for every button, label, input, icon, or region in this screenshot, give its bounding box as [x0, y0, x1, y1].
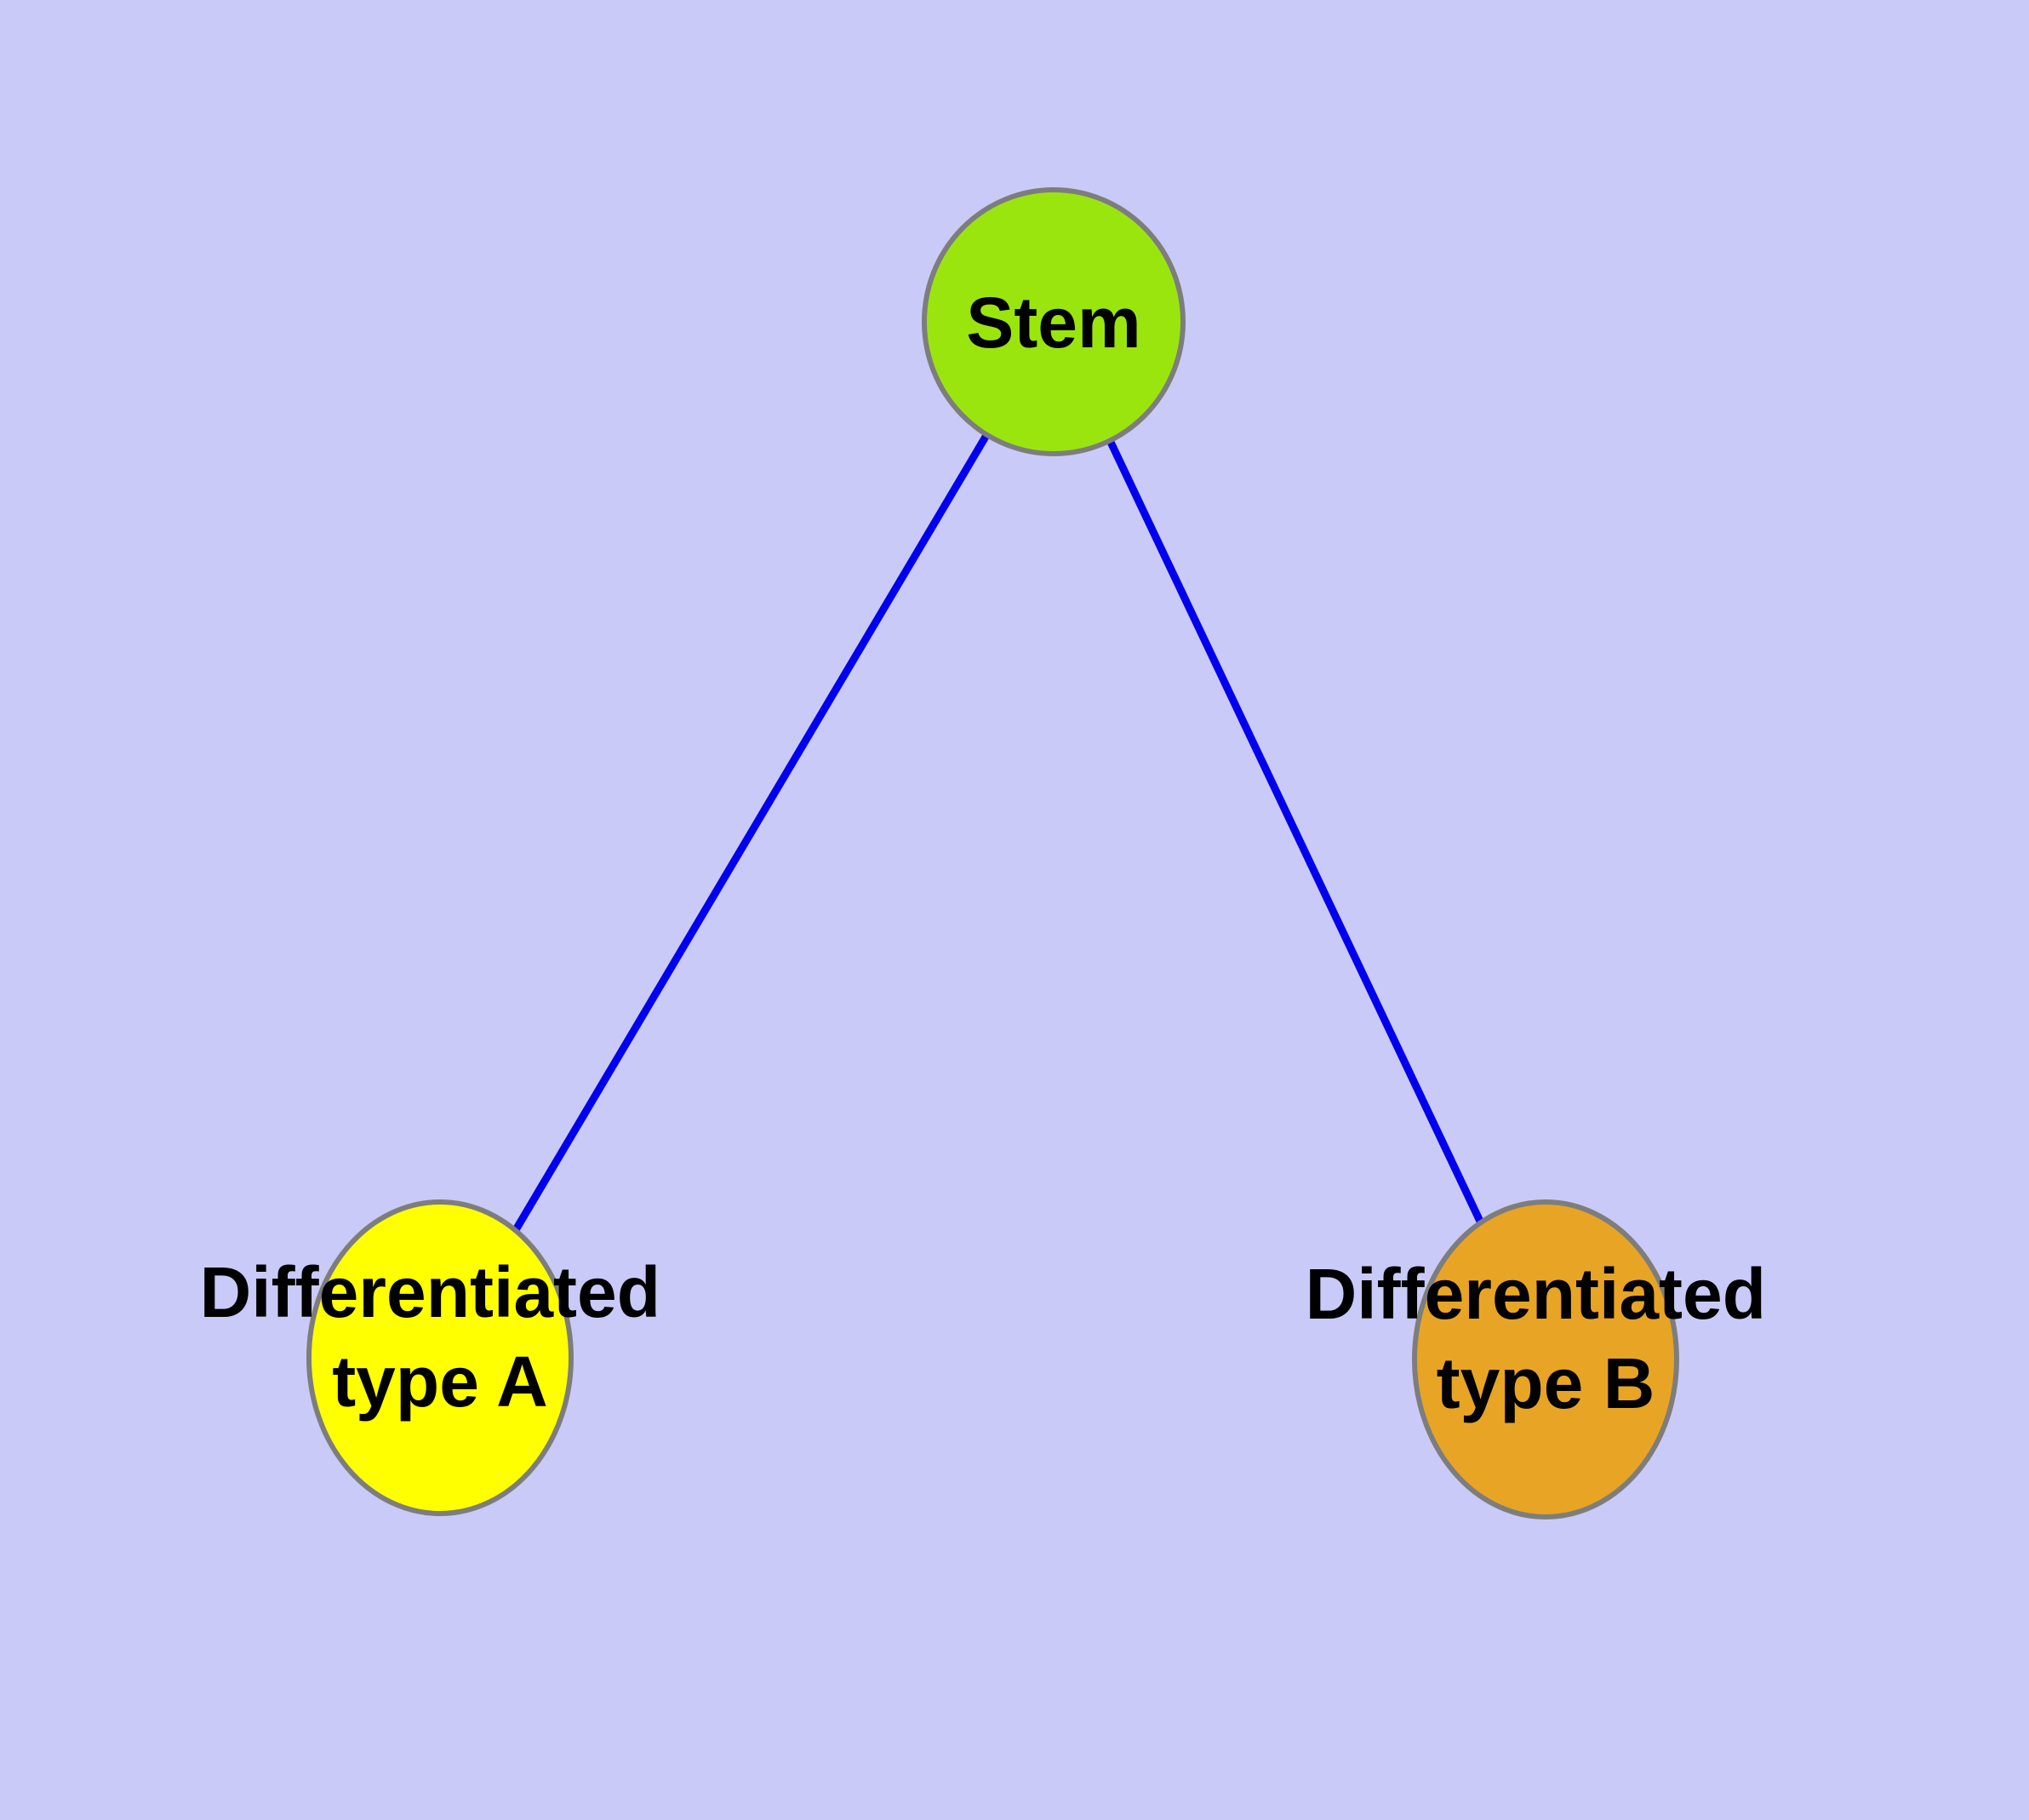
edge-stem-to-type-b	[1049, 320, 1550, 1361]
node-type-a-label: Differentiated type A	[200, 1252, 681, 1422]
node-stem-label: Stem	[966, 283, 1140, 363]
edge-stem-to-type-a	[437, 319, 1057, 1360]
node-type-a-label-line2: type A	[332, 1342, 548, 1422]
node-stem	[922, 187, 1186, 456]
node-type-b-label: Differentiated type B	[1306, 1254, 1786, 1423]
node-type-b-label-line1: Differentiated	[1306, 1254, 1766, 1334]
node-differentiated-type-a	[306, 1199, 574, 1516]
node-type-b-label-line2: type B	[1437, 1343, 1655, 1423]
node-differentiated-type-b	[1412, 1199, 1679, 1520]
node-type-a-label-line1: Differentiated	[200, 1252, 660, 1332]
